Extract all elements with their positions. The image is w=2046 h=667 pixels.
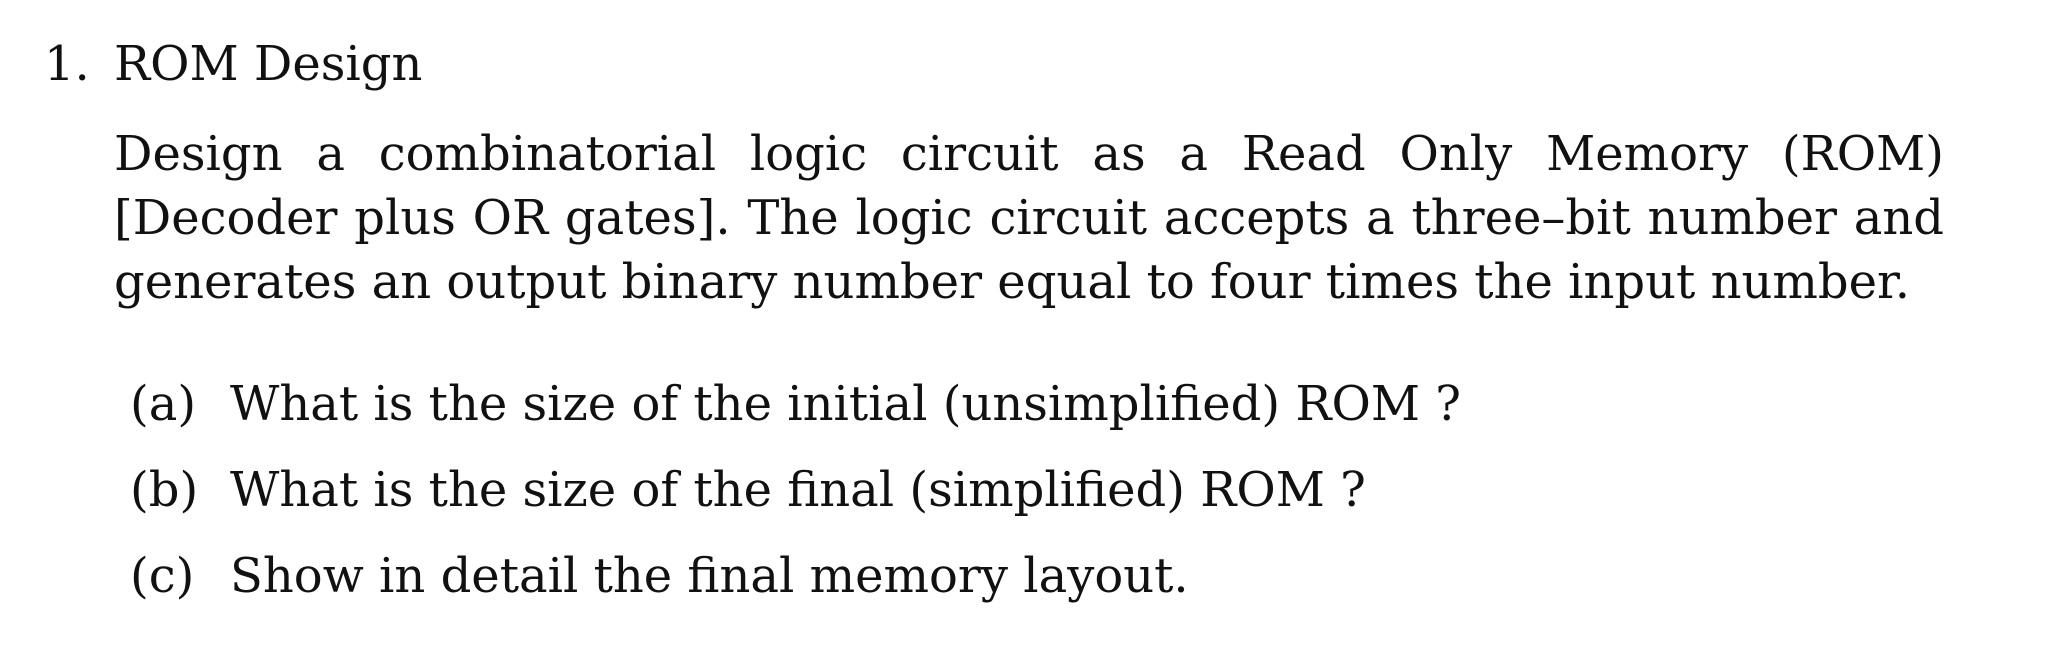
subquestion-text: Show in detail the final memory layout. [230, 548, 1189, 604]
subquestion-b: (b) What is the size of the final (simpl… [130, 460, 1830, 546]
problem-title: ROM Design [114, 36, 423, 92]
subquestion-text: What is the size of the final (simplifie… [230, 462, 1366, 518]
subquestion-label: (a) [130, 376, 197, 432]
problem-description: Design a combinatorial logic circuit as … [114, 126, 1944, 310]
subquestion-c: (c) Show in detail the final memory layo… [130, 546, 1830, 632]
subquestion-label: (c) [130, 548, 195, 604]
subquestion-text: What is the size of the initial (unsimpl… [230, 376, 1461, 432]
subquestion-a: (a) What is the size of the initial (uns… [130, 374, 1830, 460]
subquestion-list: (a) What is the size of the initial (uns… [130, 374, 1830, 632]
problem-number: 1. [44, 36, 90, 92]
problem-heading: 1. ROM Design [44, 34, 422, 94]
subquestion-label: (b) [130, 462, 199, 518]
